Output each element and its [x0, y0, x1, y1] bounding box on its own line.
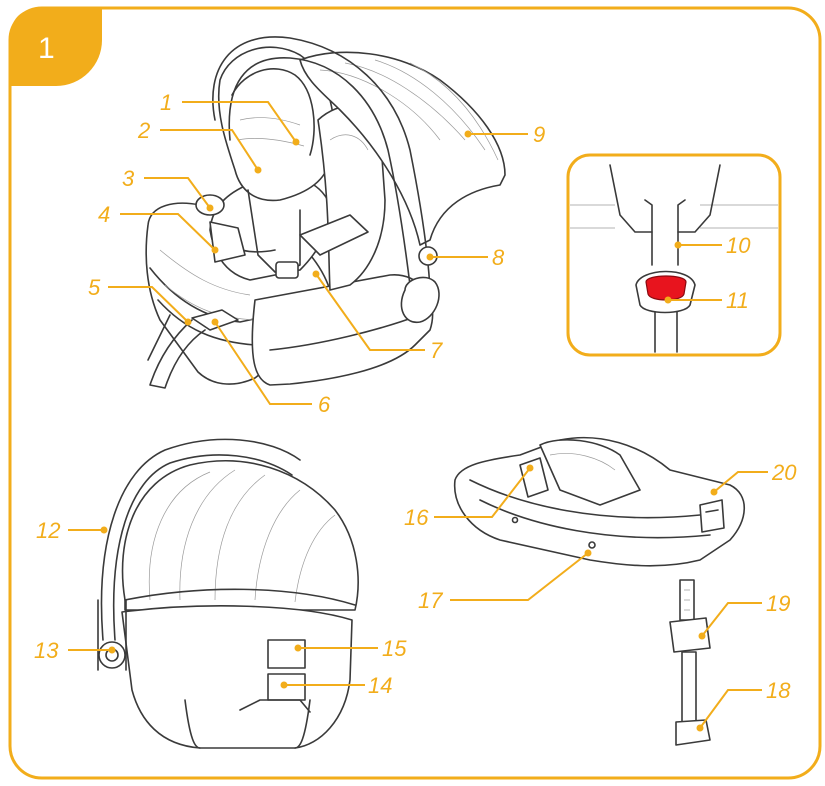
svg-text:3: 3: [122, 166, 135, 191]
callout-12: 12: [36, 518, 108, 543]
svg-text:18: 18: [766, 678, 791, 703]
svg-text:9: 9: [533, 122, 545, 147]
svg-text:13: 13: [34, 638, 59, 663]
car-seat-front-illustration: [146, 37, 505, 388]
svg-text:17: 17: [418, 588, 443, 613]
car-seat-rear-illustration: [98, 439, 358, 748]
svg-text:5: 5: [88, 275, 101, 300]
svg-text:15: 15: [382, 636, 407, 661]
svg-text:10: 10: [726, 233, 751, 258]
step-badge: 1: [10, 8, 102, 86]
svg-text:20: 20: [771, 460, 797, 485]
svg-text:2: 2: [137, 118, 150, 143]
svg-text:1: 1: [160, 90, 172, 115]
isofix-base-illustration: [455, 438, 745, 745]
callout-17: 17: [418, 550, 592, 614]
svg-text:19: 19: [766, 591, 790, 616]
svg-text:6: 6: [318, 392, 331, 417]
svg-text:8: 8: [492, 245, 505, 270]
callout-8: 8: [427, 245, 506, 270]
svg-text:12: 12: [36, 518, 60, 543]
svg-text:4: 4: [98, 202, 110, 227]
callout-18: 18: [697, 678, 792, 732]
svg-text:7: 7: [430, 338, 443, 363]
svg-text:14: 14: [368, 673, 392, 698]
callout-19: 19: [699, 591, 791, 640]
svg-text:16: 16: [404, 505, 429, 530]
step-number: 1: [38, 32, 55, 65]
svg-text:11: 11: [726, 288, 749, 313]
